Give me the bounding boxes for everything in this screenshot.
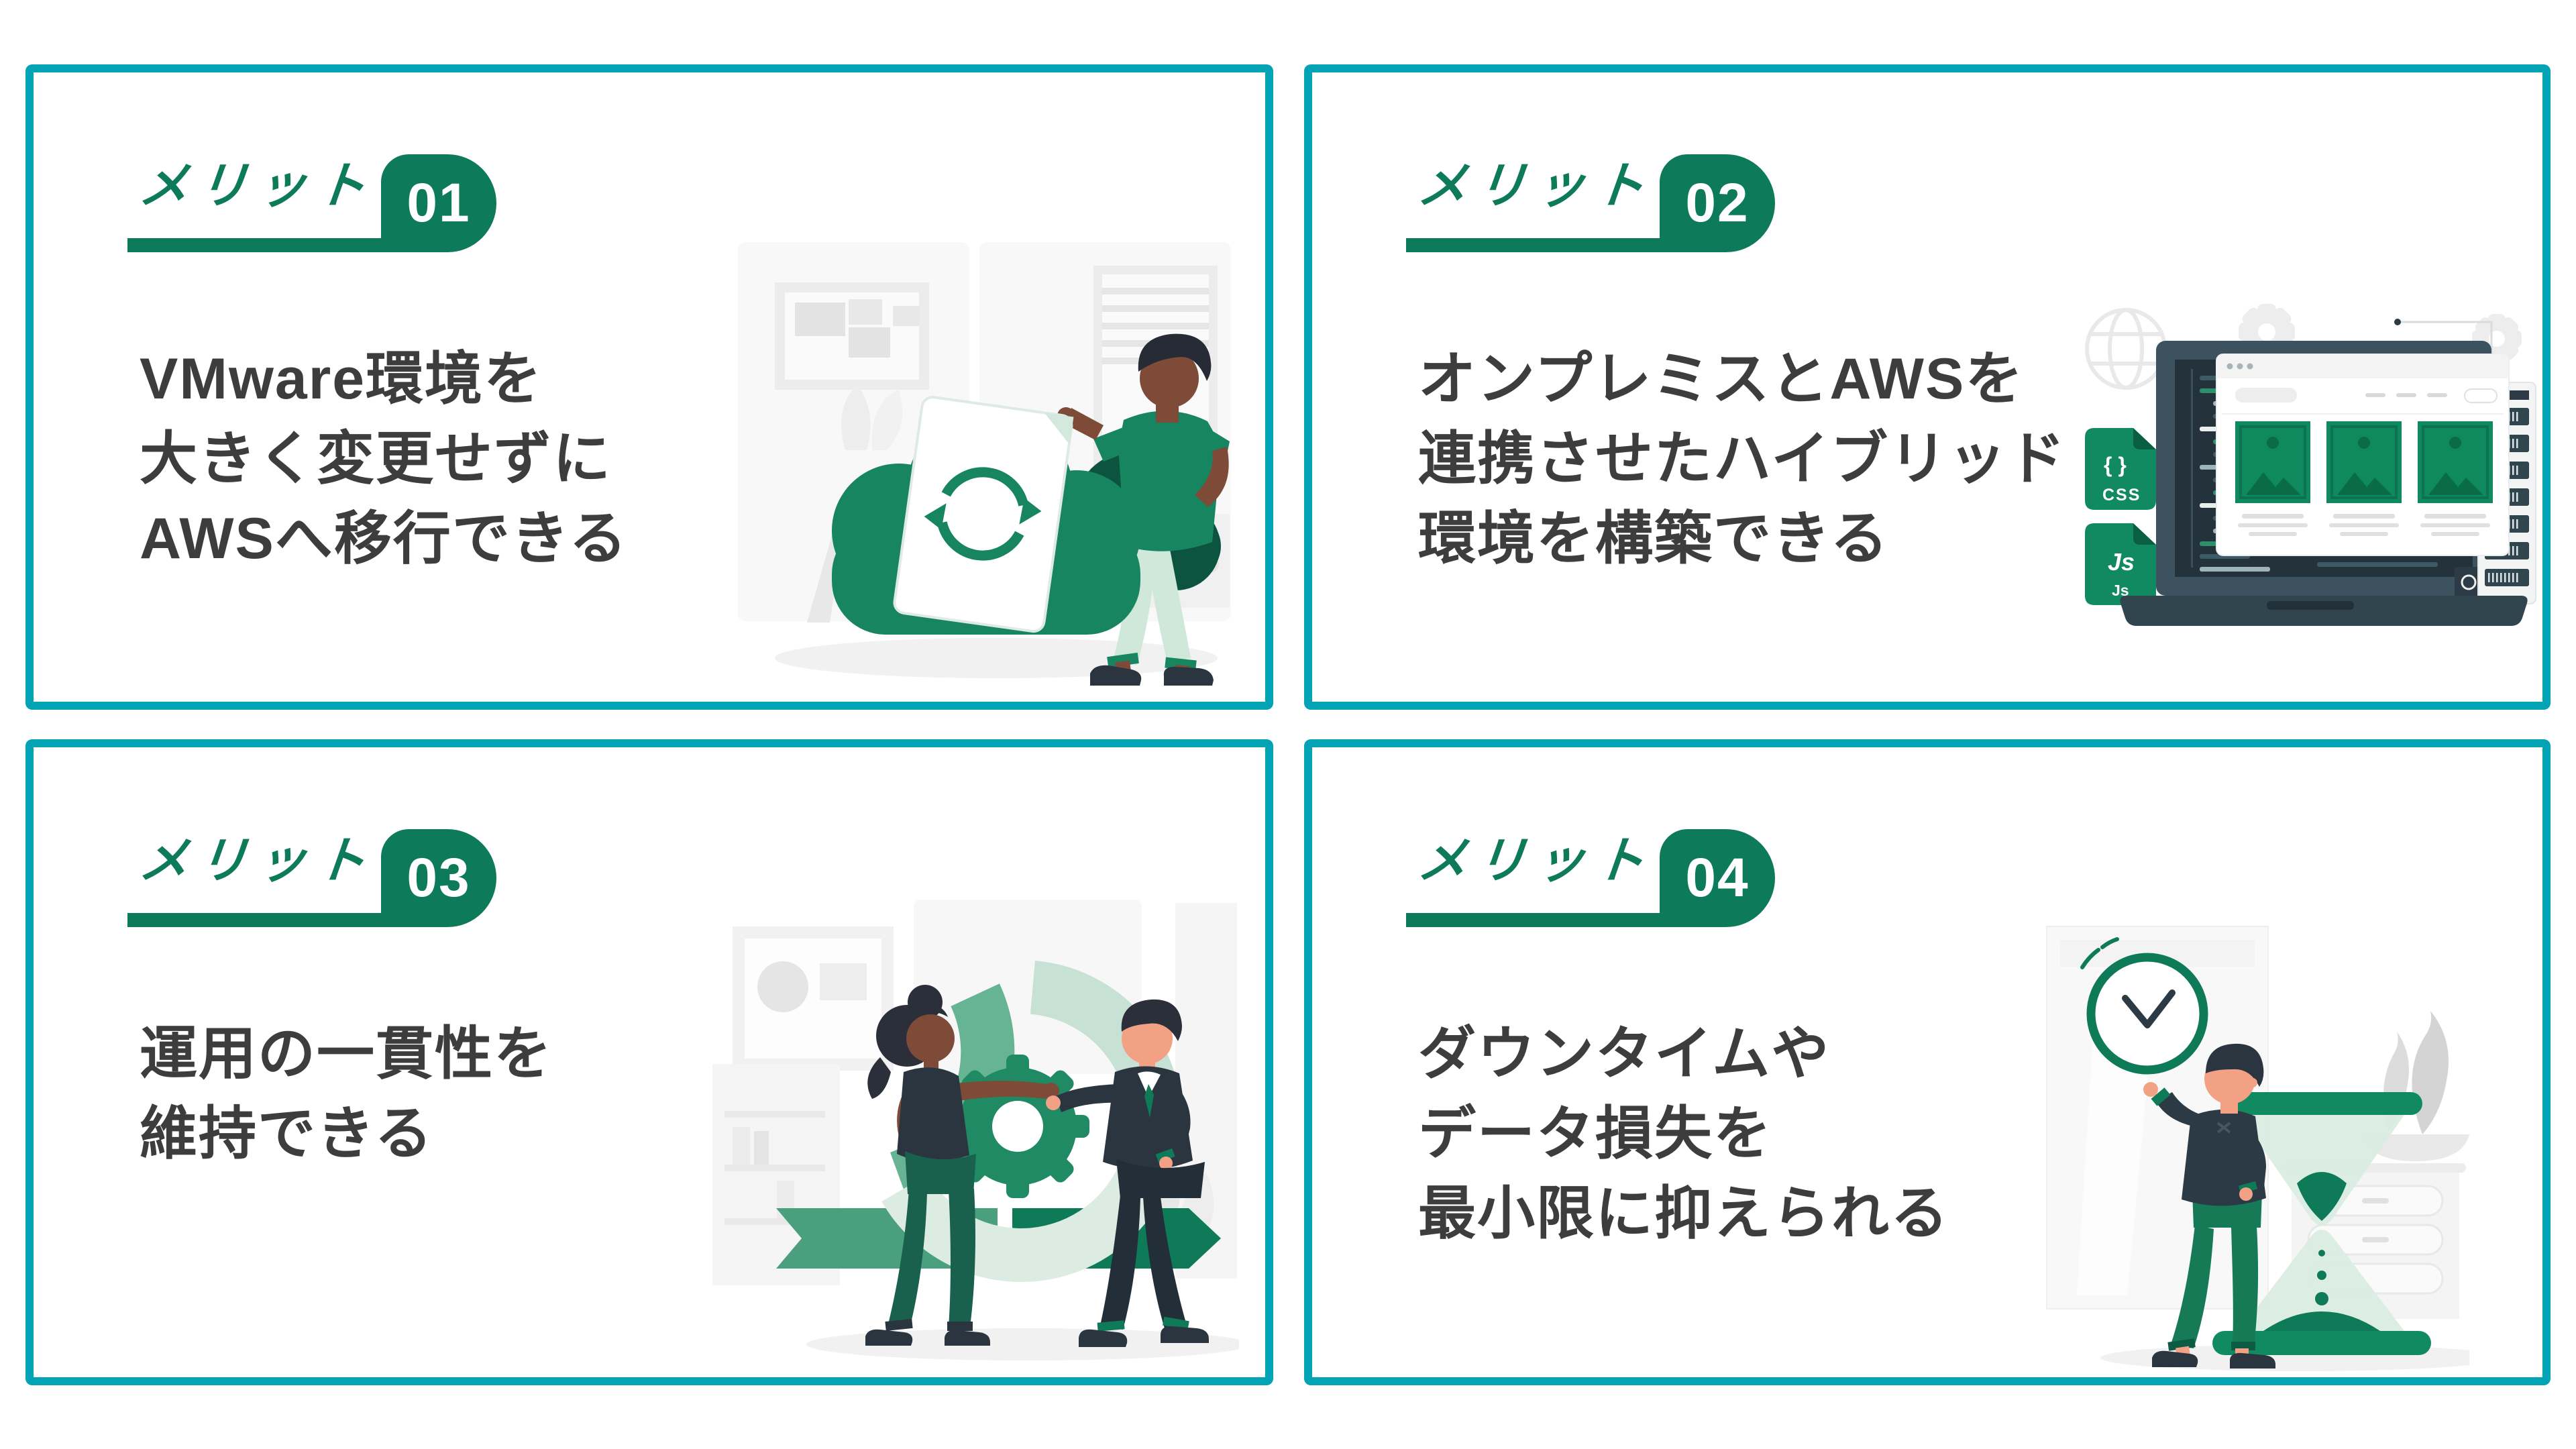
- merit-number: 04: [1685, 847, 1750, 908]
- downtime-hourglass-illustration: [2046, 926, 2469, 1371]
- merit-underline: [127, 238, 446, 252]
- merit-underline: [1406, 913, 1725, 927]
- globe-icon: [2085, 308, 2167, 390]
- merit-underline: [127, 913, 446, 927]
- man-figure: [2143, 1043, 2275, 1368]
- merit-text-1: VMware環境を 大きく変更せずに AWSへ移行できる: [140, 339, 628, 579]
- merit-card-3: メリット 03 運用の一貫性を 維持できる: [25, 739, 1273, 1385]
- merit-number: 01: [407, 172, 471, 233]
- merit-text-line: オンプレミスとAWSを: [1418, 347, 2025, 411]
- merit-number: 02: [1685, 172, 1750, 233]
- clock-icon: [2080, 937, 2208, 1075]
- ground-shadow: [775, 638, 1218, 678]
- cloud-migration-illustration: [738, 242, 1231, 686]
- merit-text-2: オンプレミスとAWSを 連携させたハイブリッド 環境を構築できる: [1418, 339, 2066, 579]
- merit-label: メリット: [136, 158, 378, 213]
- merit-header-1: メリット 01: [127, 140, 557, 252]
- svg-text:Js: Js: [2108, 548, 2135, 576]
- merit-text-line: ダウンタイムや: [1418, 1022, 1831, 1086]
- operations-cycle-illustration: [712, 900, 1239, 1360]
- merit-card-1: メリット 01 VMware環境を 大きく変更せずに AWSへ移行できる: [25, 64, 1273, 710]
- merit-text-line: 運用の一貫性を: [140, 1022, 553, 1086]
- merit-card-2: メリット 02 オンプレミスとAWSを 連携させたハイブリッド 環境を構築できる: [1304, 64, 2551, 710]
- merit-underline: [1406, 238, 1725, 252]
- sync-document-icon: [893, 396, 1074, 633]
- woman-figure: [865, 985, 1059, 1346]
- merit-text-line: 最小限に抑えられる: [1418, 1181, 1949, 1246]
- man-figure: [1046, 999, 1209, 1347]
- merit-text-line: 連携させたハイブリッド: [1418, 427, 2067, 491]
- merit-number-badge: 03: [381, 829, 496, 927]
- merit-text-3: 運用の一貫性を 維持できる: [140, 1014, 553, 1174]
- merit-number-badge: 02: [1660, 154, 1775, 252]
- merit-header-2: メリット 02: [1406, 140, 1835, 252]
- image-card-icon: [2326, 421, 2402, 536]
- merit-text-line: データ損失を: [1418, 1102, 1772, 1166]
- merit-number: 03: [407, 847, 471, 908]
- merit-label: メリット: [1415, 158, 1657, 213]
- hybrid-environment-illustration: { } CSS Js Js: [2085, 304, 2536, 626]
- merit-header-4: メリット 04: [1406, 814, 1835, 927]
- hourglass-icon: [2212, 1092, 2431, 1355]
- merit-text-line: 維持できる: [140, 1102, 434, 1166]
- merit-text-line: AWSへ移行できる: [140, 506, 629, 571]
- speaker-icon: [2455, 567, 2483, 598]
- merit-number-badge: 01: [381, 154, 496, 252]
- merit-header-3: メリット 03: [127, 814, 557, 927]
- css-file-icon: { } CSS: [2085, 428, 2156, 510]
- merit-text-line: 環境を構築できる: [1418, 506, 1890, 571]
- merit-label: メリット: [136, 833, 378, 888]
- js-file-icon: Js Js: [2085, 523, 2156, 605]
- merit-label: メリット: [1415, 833, 1657, 888]
- browser-window: [2216, 354, 2510, 556]
- svg-text:{ }: { }: [2104, 453, 2127, 477]
- merit-text-line: VMware環境を: [140, 347, 543, 411]
- image-card-icon: [2235, 421, 2310, 536]
- merit-card-4: メリット 04 ダウンタイムや データ損失を 最小限に抑えられる: [1304, 739, 2551, 1385]
- svg-text:CSS: CSS: [2102, 486, 2141, 504]
- merit-number-badge: 04: [1660, 829, 1775, 927]
- image-card-icon: [2418, 421, 2493, 536]
- merit-text-4: ダウンタイムや データ損失を 最小限に抑えられる: [1418, 1014, 1949, 1254]
- ground-shadow: [806, 1328, 1239, 1360]
- merit-text-line: 大きく変更せずに: [140, 427, 612, 491]
